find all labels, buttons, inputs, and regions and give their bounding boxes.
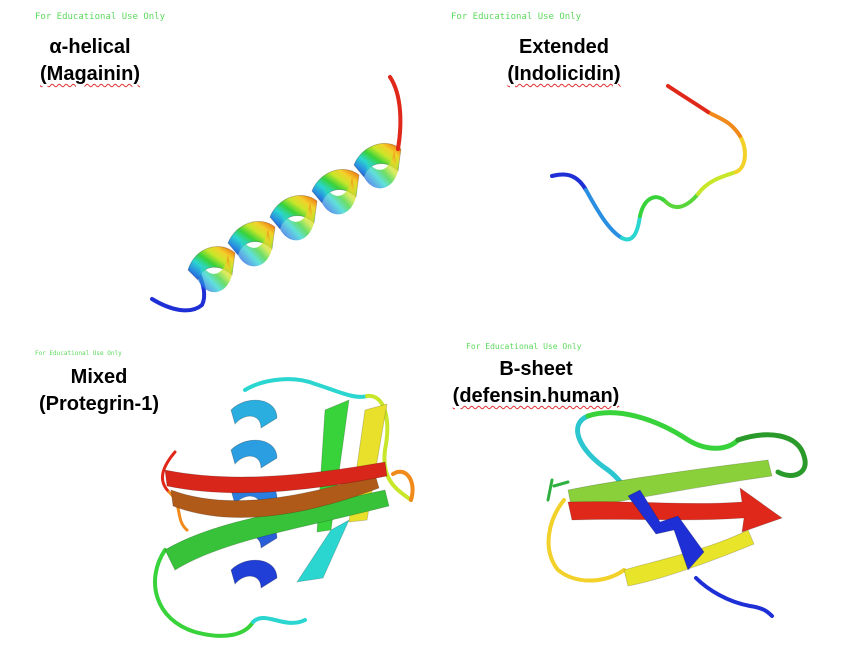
extended-title: Extended (Indolicidin) bbox=[484, 34, 644, 88]
mixed-title: Mixed (Protegrin-1) bbox=[14, 364, 184, 418]
mixed-title-line1: Mixed bbox=[70, 366, 128, 388]
helical-title-line2: (Magainin) bbox=[40, 63, 140, 85]
watermark-bottom-left: For Educational Use Only bbox=[35, 350, 122, 357]
sheet-title-line2: (defensin.human) bbox=[452, 385, 620, 407]
mixed-structure bbox=[153, 377, 415, 638]
watermark-top-right: For Educational Use Only bbox=[451, 12, 582, 22]
helical-structure bbox=[150, 75, 403, 313]
sheet-structure bbox=[546, 410, 808, 618]
sheet-title: B-sheet (defensin.human) bbox=[436, 356, 636, 410]
extended-structure bbox=[550, 84, 747, 242]
helical-title: α-helical (Magainin) bbox=[20, 34, 160, 88]
mixed-title-line2: (Protegrin-1) bbox=[39, 393, 159, 415]
extended-title-line1: Extended bbox=[518, 36, 610, 58]
extended-title-line2: (Indolicidin) bbox=[507, 63, 621, 85]
watermark-bottom-right: For Educational Use Only bbox=[466, 342, 582, 351]
sheet-title-line1: B-sheet bbox=[499, 358, 573, 380]
watermark-top-left: For Educational Use Only bbox=[35, 12, 166, 22]
helical-title-line1: α-helical bbox=[49, 36, 131, 58]
